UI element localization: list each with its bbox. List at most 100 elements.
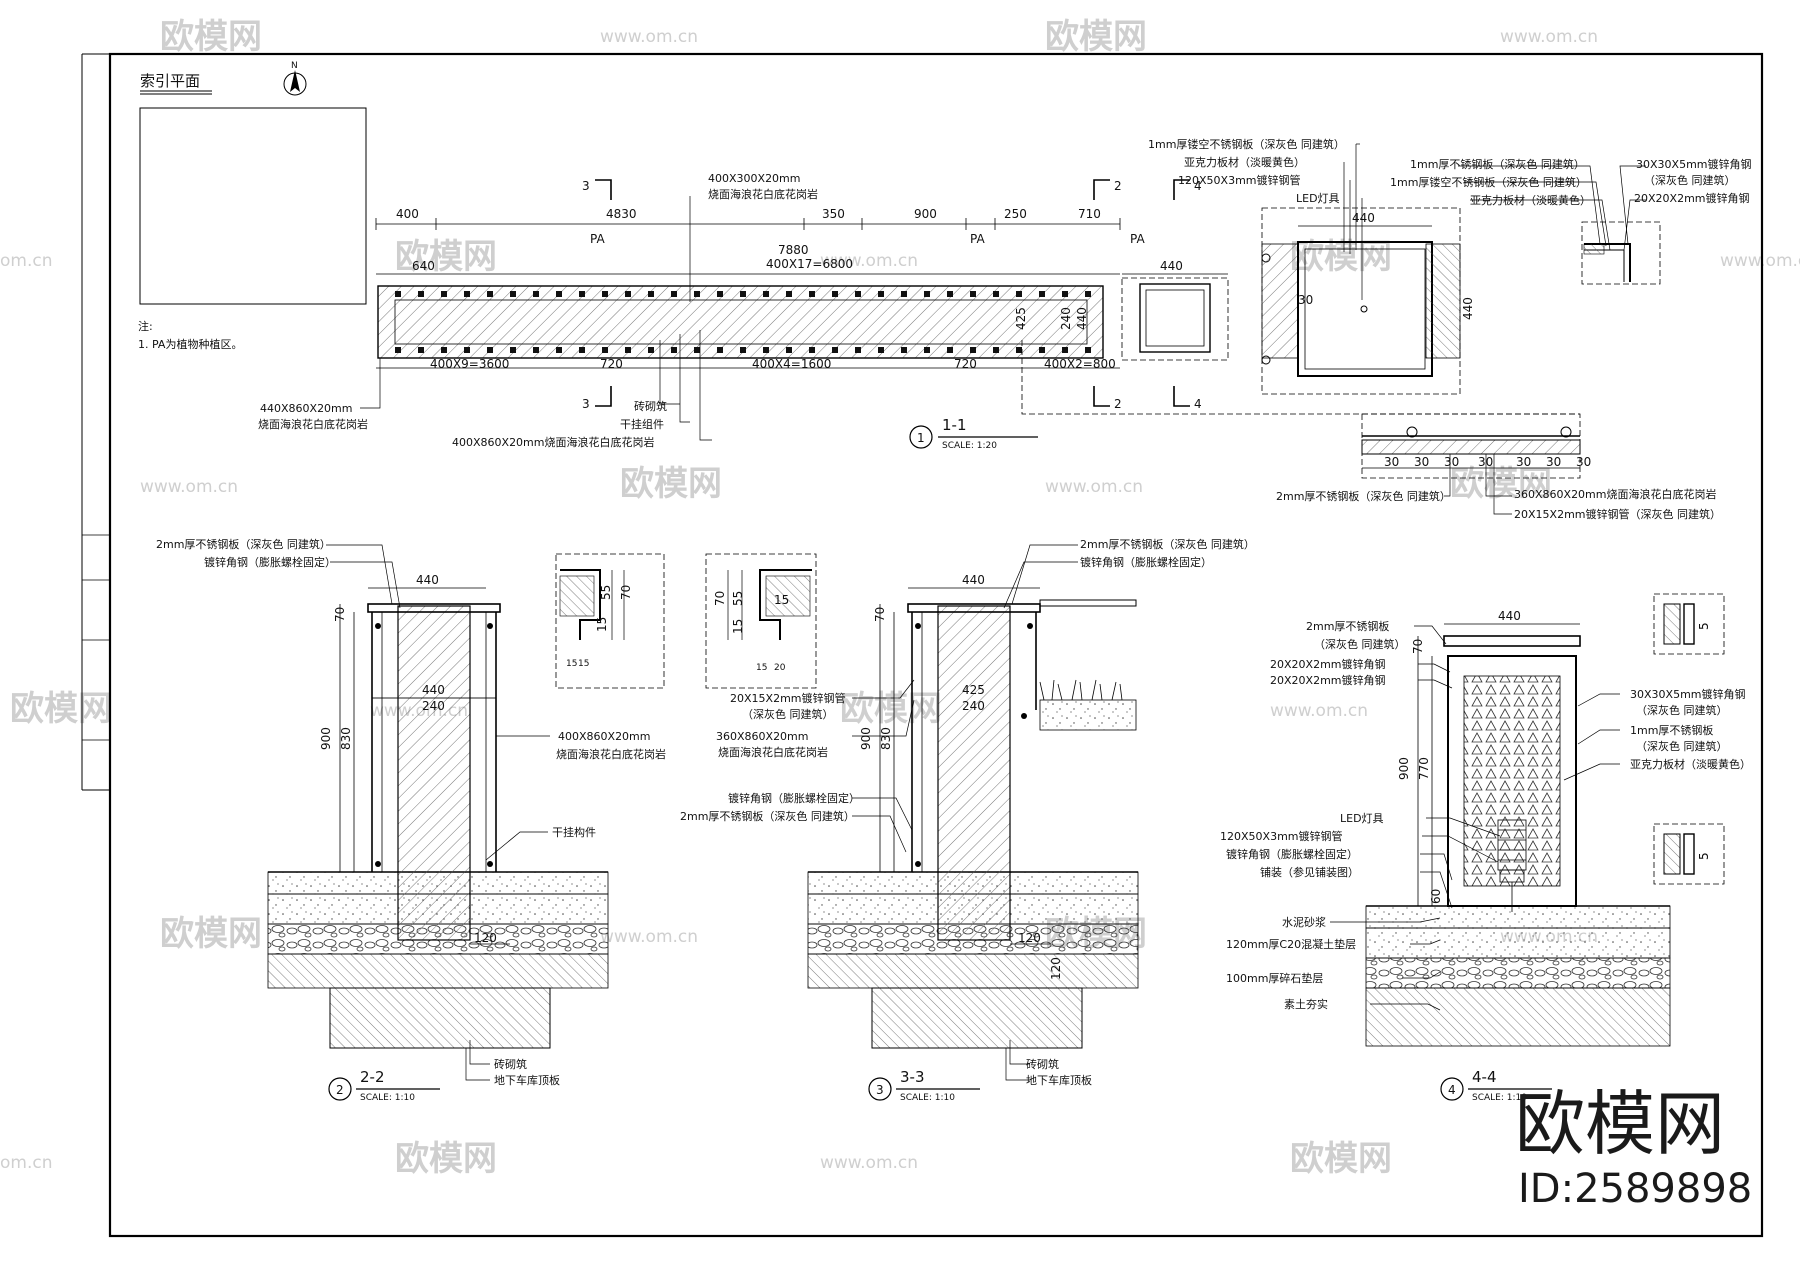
- svg-text:70: 70: [1411, 639, 1425, 654]
- detail-corner: 1mm厚不锈钢板（深灰色 同建筑） 1mm厚镂空不锈钢板（深灰色 同建筑） 亚克…: [1390, 157, 1752, 285]
- bolt-mark: [441, 291, 447, 297]
- bolt-mark: [510, 347, 516, 353]
- svg-text:1: 1: [917, 431, 925, 445]
- north-arrow-icon: [283, 70, 307, 96]
- svg-text:LED灯具: LED灯具: [1296, 192, 1340, 205]
- svg-text:2: 2: [336, 1083, 344, 1097]
- bolt-mark: [464, 291, 470, 297]
- svg-text:120: 120: [1018, 931, 1041, 945]
- svg-text:水泥砂浆: 水泥砂浆: [1282, 915, 1326, 929]
- svg-text:2: 2: [1114, 397, 1122, 411]
- svg-text:830: 830: [339, 727, 353, 750]
- bolt-mark: [717, 291, 723, 297]
- svg-text:30: 30: [1546, 455, 1561, 469]
- svg-text:欧模网: 欧模网: [620, 464, 722, 504]
- bolt-mark: [648, 347, 654, 353]
- svg-text:440X860X20mm: 440X860X20mm: [260, 402, 353, 415]
- svg-text:镀锌角钢（膨胀螺栓固定）: 镀锌角钢（膨胀螺栓固定）: [204, 555, 336, 569]
- svg-text:砖砌筑: 砖砌筑: [494, 1057, 527, 1071]
- svg-text:www.om.cn: www.om.cn: [820, 251, 918, 271]
- svg-text:900: 900: [1397, 757, 1411, 780]
- bolt-mark: [832, 347, 838, 353]
- bolt-mark: [395, 291, 401, 297]
- section-4-4: 440 70 900 770 60: [1220, 593, 1751, 1103]
- detail-lamp-plan: 440 440 30 1mm厚镂空不锈钢板（深灰色 同建筑） 亚克力板材（淡暖黄…: [1148, 137, 1475, 395]
- bolt-mark: [579, 291, 585, 297]
- svg-text:30: 30: [1414, 455, 1429, 469]
- svg-text:5: 5: [1697, 622, 1711, 630]
- svg-text:770: 770: [1417, 757, 1431, 780]
- svg-text:om.cn: om.cn: [0, 1153, 53, 1173]
- svg-text:710: 710: [1078, 207, 1101, 221]
- bolt-mark: [1085, 347, 1091, 353]
- note-title: 注:: [138, 319, 153, 333]
- svg-text:干挂组件: 干挂组件: [620, 417, 664, 431]
- svg-text:830: 830: [879, 727, 893, 750]
- svg-text:440: 440: [416, 573, 439, 587]
- svg-text:LED灯具: LED灯具: [1340, 812, 1384, 825]
- svg-text:440: 440: [422, 683, 445, 697]
- svg-text:2mm厚不锈钢板（深灰色 同建筑）: 2mm厚不锈钢板（深灰色 同建筑）: [156, 537, 331, 551]
- svg-text:400X4=1600: 400X4=1600: [752, 357, 831, 371]
- svg-text:2mm厚不锈钢板（深灰色 同建筑）: 2mm厚不锈钢板（深灰色 同建筑）: [1080, 537, 1255, 551]
- svg-text:镀锌角钢（膨胀螺栓固定）: 镀锌角钢（膨胀螺栓固定）: [728, 791, 860, 805]
- svg-text:欧模网: 欧模网: [840, 689, 942, 729]
- bolt-mark: [556, 347, 562, 353]
- svg-text:镀锌角钢（膨胀螺栓固定）: 镀锌角钢（膨胀螺栓固定）: [1226, 847, 1358, 861]
- svg-text:1mm厚不锈钢板: 1mm厚不锈钢板: [1630, 723, 1713, 737]
- svg-text:30: 30: [1516, 455, 1531, 469]
- svg-text:15: 15: [578, 659, 589, 669]
- svg-text:（深灰色 同建筑）: （深灰色 同建筑）: [742, 707, 834, 721]
- bolt-mark: [740, 347, 746, 353]
- svg-text:www.om.cn: www.om.cn: [140, 477, 238, 497]
- svg-text:1-1: 1-1: [942, 416, 967, 434]
- bolt-mark: [510, 291, 516, 297]
- svg-text:3: 3: [582, 179, 590, 193]
- svg-text:400X2=800: 400X2=800: [1044, 357, 1116, 371]
- svg-text:www.om.cn: www.om.cn: [600, 927, 698, 947]
- svg-text:4: 4: [1194, 397, 1202, 411]
- svg-text:900: 900: [859, 727, 873, 750]
- index-plan-title: 索引平面: [140, 72, 200, 90]
- bolt-mark: [855, 291, 861, 297]
- bolt-mark: [947, 347, 953, 353]
- svg-text:亚克力板材（淡暖黄色）: 亚克力板材（淡暖黄色）: [1630, 757, 1751, 771]
- svg-text:20: 20: [774, 663, 786, 673]
- svg-text:欧模网: 欧模网: [1045, 17, 1147, 57]
- svg-text:www.om.cn: www.om.cn: [1045, 477, 1143, 497]
- svg-text:2mm厚不锈钢板: 2mm厚不锈钢板: [1306, 619, 1389, 633]
- svg-text:55: 55: [731, 591, 745, 606]
- section-3-3: 2mm厚不锈钢板（深灰色 同建筑） 镀锌角钢（膨胀螺栓固定） 440 425 2…: [680, 537, 1255, 1103]
- svg-text:1mm厚镂空不锈钢板（深灰色 同建筑）: 1mm厚镂空不锈钢板（深灰色 同建筑）: [1148, 137, 1345, 151]
- bolt-mark: [878, 291, 884, 297]
- svg-text:PA: PA: [970, 232, 985, 246]
- bolt-mark: [602, 291, 608, 297]
- svg-text:240: 240: [962, 699, 985, 713]
- brand-text: 欧模网: [1515, 1083, 1725, 1165]
- svg-text:欧模网: 欧模网: [160, 914, 262, 954]
- svg-text:400X9=3600: 400X9=3600: [430, 357, 509, 371]
- bolt-mark: [418, 291, 424, 297]
- svg-text:SCALE: 1:10: SCALE: 1:10: [1472, 1093, 1527, 1103]
- bolt-mark: [786, 347, 792, 353]
- svg-text:镀锌角钢（膨胀螺栓固定）: 镀锌角钢（膨胀螺栓固定）: [1080, 555, 1212, 569]
- svg-text:440: 440: [1352, 211, 1375, 225]
- bolt-mark: [809, 347, 815, 353]
- svg-text:30X30X5mm镀锌角钢: 30X30X5mm镀锌角钢: [1630, 687, 1746, 701]
- svg-text:30: 30: [1478, 455, 1493, 469]
- bolt-mark: [671, 347, 677, 353]
- svg-text:砖砌筑: 砖砌筑: [634, 399, 667, 413]
- svg-text:N: N: [291, 61, 298, 71]
- svg-text:15: 15: [595, 617, 609, 632]
- svg-text:20X15X2mm镀锌钢管: 20X15X2mm镀锌钢管: [730, 691, 846, 705]
- svg-text:欧模网: 欧模网: [1450, 464, 1552, 504]
- bolt-mark: [625, 347, 631, 353]
- svg-text:70: 70: [873, 607, 887, 622]
- plan-lamp-box: [1139, 283, 1211, 353]
- svg-text:900: 900: [319, 727, 333, 750]
- svg-text:素土夯实: 素土夯实: [1284, 997, 1328, 1011]
- bolt-mark: [947, 291, 953, 297]
- svg-text:www.om.cn: www.om.cn: [1270, 701, 1368, 721]
- bolt-mark: [1016, 291, 1022, 297]
- svg-text:欧模网: 欧模网: [160, 17, 262, 57]
